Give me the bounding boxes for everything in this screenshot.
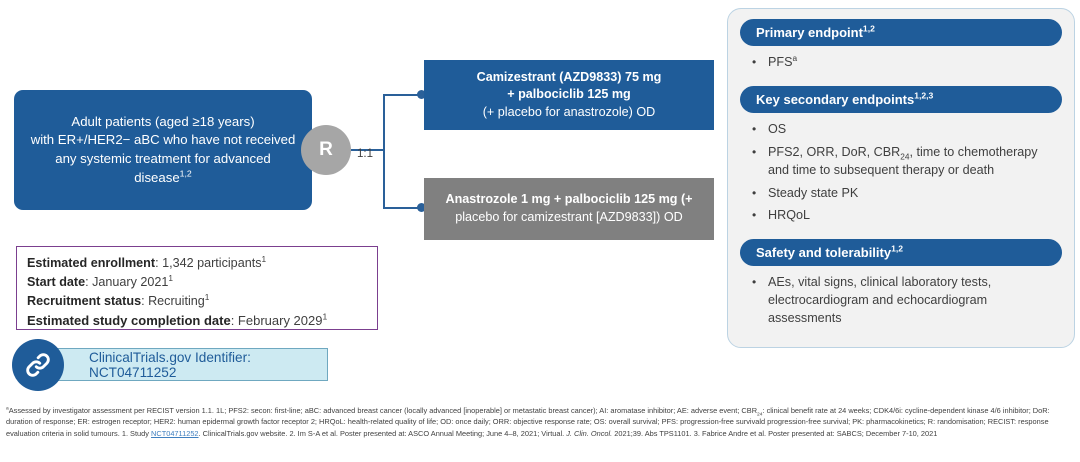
list-item: AEs, vital signs, clinical laboratory te… [746,274,1062,328]
secondary-item-pk: Steady state PK [768,185,859,200]
randomisation-ratio-label: 1:1 [357,148,373,160]
population-line-2: with ER+/HER2− aBC who have not received [30,132,296,148]
population-footnote-ref: 1,2 [179,168,192,179]
detail-start-value: : January 2021 [85,275,169,290]
secondary-endpoints-list: OS PFS2, ORR, DoR, CBR24, time to chemot… [746,119,1062,225]
safety-header: Safety and tolerability1,2 [740,239,1062,267]
detail-recruitment-status: Recruitment status: Recruiting1 [27,292,367,311]
detail-start-date: Start date: January 20211 [27,273,367,292]
footnote-nct-link[interactable]: NCT04711252 [151,428,199,438]
detail-status-value: : Recruiting [141,294,205,309]
footnote-marker: a [6,406,9,412]
comparator-arm-line-1: Anastrozole 1 mg + palbociclib 125 mg (+ [445,192,693,207]
connector-line-to-comparator-arm [383,207,421,209]
treatment-arm-comparator: Anastrozole 1 mg + palbociclib 125 mg (+… [424,178,714,240]
primary-endpoint-item-ref: a [792,52,798,63]
connector-line-vertical-split [383,94,385,209]
secondary-item-os: OS [768,121,787,136]
connector-dot-comparator [417,203,426,212]
experimental-arm-line-1: Camizestrant (AZD9833) 75 mg [476,69,662,84]
population-line-1: Adult patients (aged ≥18 years) [71,113,255,129]
secondary-endpoints-title: Key secondary endpoints [756,91,915,107]
list-item: Steady state PK [746,185,1062,203]
list-item: HRQoL [746,207,1062,225]
study-details-box: Estimated enrollment: 1,342 participants… [16,246,378,330]
safety-title: Safety and tolerability [756,245,892,261]
link-icon [12,339,64,391]
detail-completion-value: : February 2029 [230,313,323,329]
endpoints-panel: Primary endpoint1,2 PFSa Key secondary e… [727,8,1075,348]
secondary-item-pfs2-text-after: , time to chemotherapy and time to subse… [768,144,1038,177]
detail-completion-date: Estimated study completion date: Februar… [27,311,367,331]
safety-item-text: AEs, vital signs, clinical laboratory te… [768,275,992,325]
footnote-part-2: : clinical benefit rate at 24 weeks; CDK… [6,406,1050,438]
detail-estimated-enrollment: Estimated enrollment: 1,342 participants… [27,254,367,273]
safety-ref: 1,2 [891,243,904,254]
footnotes: aAssessed by investigator assessment per… [6,405,1074,439]
secondary-item-pfs2-text: PFS2, ORR, DoR, CBR [768,144,901,159]
secondary-endpoints-header: Key secondary endpoints1,2,3 [740,85,1062,113]
detail-completion-label: Estimated study completion date [27,313,231,329]
population-line-3: any systemic treatment for advanced [55,151,271,166]
detail-status-ref: 1 [204,292,210,303]
connector-line-to-experimental-arm [383,94,421,96]
list-item: PFSa [746,54,1062,72]
secondary-item-cbr-subscript: 24 [900,151,910,162]
primary-endpoint-ref: 1,2 [862,23,875,34]
safety-list: AEs, vital signs, clinical laboratory te… [746,272,1062,328]
detail-enrollment-value: : 1,342 participants [155,256,262,270]
connector-dot-experimental [417,90,426,99]
detail-completion-ref: 1 [322,312,328,323]
population-box: Adult patients (aged ≥18 years) with ER+… [14,90,312,210]
connector-line-population-to-r [351,149,384,151]
nct-identifier-pill[interactable]: ClinicalTrials.gov Identifier: NCT047112… [40,348,328,381]
footnote-journal-name: J. Clin. Oncol. [566,428,613,438]
randomisation-label: R [319,139,333,160]
footnote-part-1: Assessed by investigator assessment per … [8,406,758,415]
list-item: OS [746,121,1062,139]
nct-identifier-text: ClinicalTrials.gov Identifier: NCT047112… [89,349,251,380]
detail-enrollment-label: Estimated enrollment [27,256,156,270]
treatment-arm-experimental: Camizestrant (AZD9833) 75 mg + palbocicl… [424,60,714,130]
detail-start-label: Start date [27,275,86,290]
list-item: PFS2, ORR, DoR, CBR24, time to chemother… [746,144,1062,180]
detail-status-label: Recruitment status [27,294,142,309]
detail-enrollment-ref: 1 [261,253,267,264]
secondary-item-hrqol: HRQoL [768,208,810,223]
secondary-endpoints-ref: 1,2,3 [914,90,934,101]
experimental-arm-line-3: (+ placebo for anastrozole) OD [482,104,656,119]
primary-endpoint-header: Primary endpoint1,2 [740,19,1062,46]
comparator-arm-line-2: placebo for camizestrant [AZD9833]) OD [455,210,683,224]
randomisation-circle: R [301,125,351,175]
footnote-part-3: . ClinicalTrials.gov website. 2. Im S-A … [198,428,567,438]
experimental-arm-line-2: + palbociclib 125 mg [507,87,631,102]
detail-start-ref: 1 [168,272,174,283]
primary-endpoint-title: Primary endpoint [756,25,863,40]
population-line-4: disease [134,169,180,185]
primary-endpoint-item-text: PFS [768,55,793,69]
footnote-cbr-subscript: 24 [757,412,763,418]
footnote-part-4: 2021;39. Abs TPS1101. 3. Fabrice Andre e… [612,428,938,438]
primary-endpoint-list: PFSa [746,52,1062,72]
